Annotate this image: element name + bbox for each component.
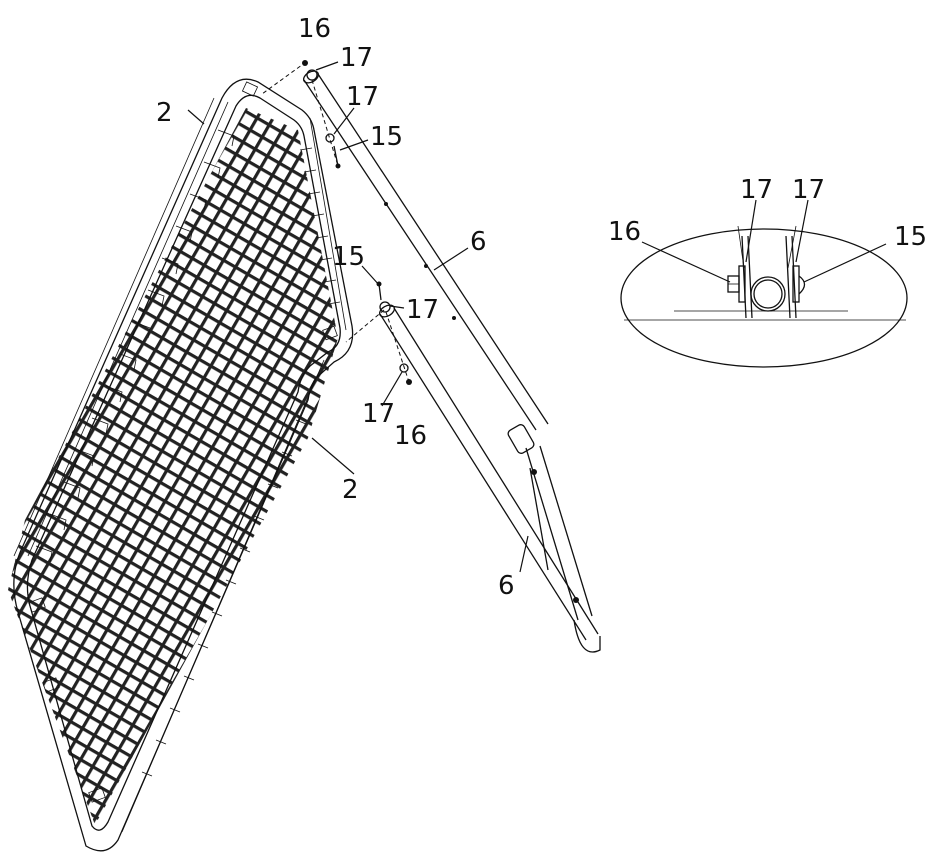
callout-top-washer-inner: 17 — [346, 82, 379, 112]
frame-upper-leg — [525, 447, 579, 621]
left-spring-hooks — [35, 129, 235, 563]
detail-ellipse — [620, 228, 908, 368]
detail-tube-inner — [753, 279, 783, 309]
frame-upper-leg-2 — [539, 445, 593, 617]
assembly-line-mid-2 — [385, 311, 410, 383]
detail-washer-right — [792, 265, 800, 303]
detail-plate-right — [785, 235, 797, 319]
frame-holes — [384, 202, 579, 603]
panel-right-tube — [309, 117, 347, 331]
callout-mid-nut: 16 — [394, 421, 427, 451]
mid-bolt-shape — [378, 283, 382, 301]
panel-lower-tube — [121, 359, 325, 833]
mid-bracket — [322, 325, 338, 341]
frame-hinge — [507, 424, 535, 454]
right-edge-clips — [141, 147, 341, 777]
callout-panel-right: 2 — [342, 475, 359, 505]
assembly-line-top-1 — [261, 61, 307, 95]
mesh-net — [8, 108, 338, 825]
callout-mid-washer-outer: 17 — [406, 295, 439, 325]
frame-upper-tube-2 — [317, 73, 549, 425]
support-frame — [302, 70, 601, 653]
callout-detail-washer-right: 17 — [792, 175, 825, 205]
top-washer2-shape — [325, 133, 335, 143]
panel-left-tube-2 — [13, 97, 215, 557]
panel-left-tube — [27, 101, 229, 557]
frame-lower-tube — [379, 313, 587, 641]
callout-panel-top: 2 — [156, 98, 173, 128]
assembly-line-top-2 — [311, 79, 339, 167]
callout-frame-lower: 6 — [498, 571, 515, 601]
callout-detail-nut: 16 — [608, 217, 641, 247]
callouts: 16 17 2 17 15 6 15 17 17 16 2 6 16 17 17… — [156, 14, 927, 601]
mid-washer-shape — [379, 301, 391, 313]
callout-frame-upper: 6 — [470, 227, 487, 257]
frame-upper-end — [302, 70, 320, 84]
frame-cross-brace — [529, 467, 549, 571]
frame-upper-tube — [303, 79, 537, 431]
top-bracket — [241, 81, 259, 97]
callout-detail-bolt: 15 — [894, 222, 927, 252]
callout-top-washer-outer: 17 — [340, 43, 373, 73]
callout-top-bolt: 15 — [370, 122, 403, 152]
detail-view — [620, 199, 908, 368]
bottom-brackets — [28, 597, 106, 803]
leader-lines — [187, 61, 529, 573]
assembly-line-mid-1 — [345, 309, 385, 343]
detail-tube-outer — [750, 276, 786, 312]
callout-mid-washer-inner: 17 — [362, 399, 395, 429]
mid-washer2-shape — [399, 363, 409, 373]
callout-detail-washer-left: 17 — [740, 175, 773, 205]
frame-lower-tube-2 — [393, 307, 599, 635]
fasteners — [261, 60, 412, 385]
callout-top-nut: 16 — [298, 14, 331, 44]
frame-foot — [573, 619, 601, 653]
detail-bolt-head — [798, 275, 806, 295]
detail-plate-left — [741, 235, 753, 319]
mesh-panel — [8, 78, 354, 852]
callout-mid-bolt: 15 — [332, 242, 365, 272]
